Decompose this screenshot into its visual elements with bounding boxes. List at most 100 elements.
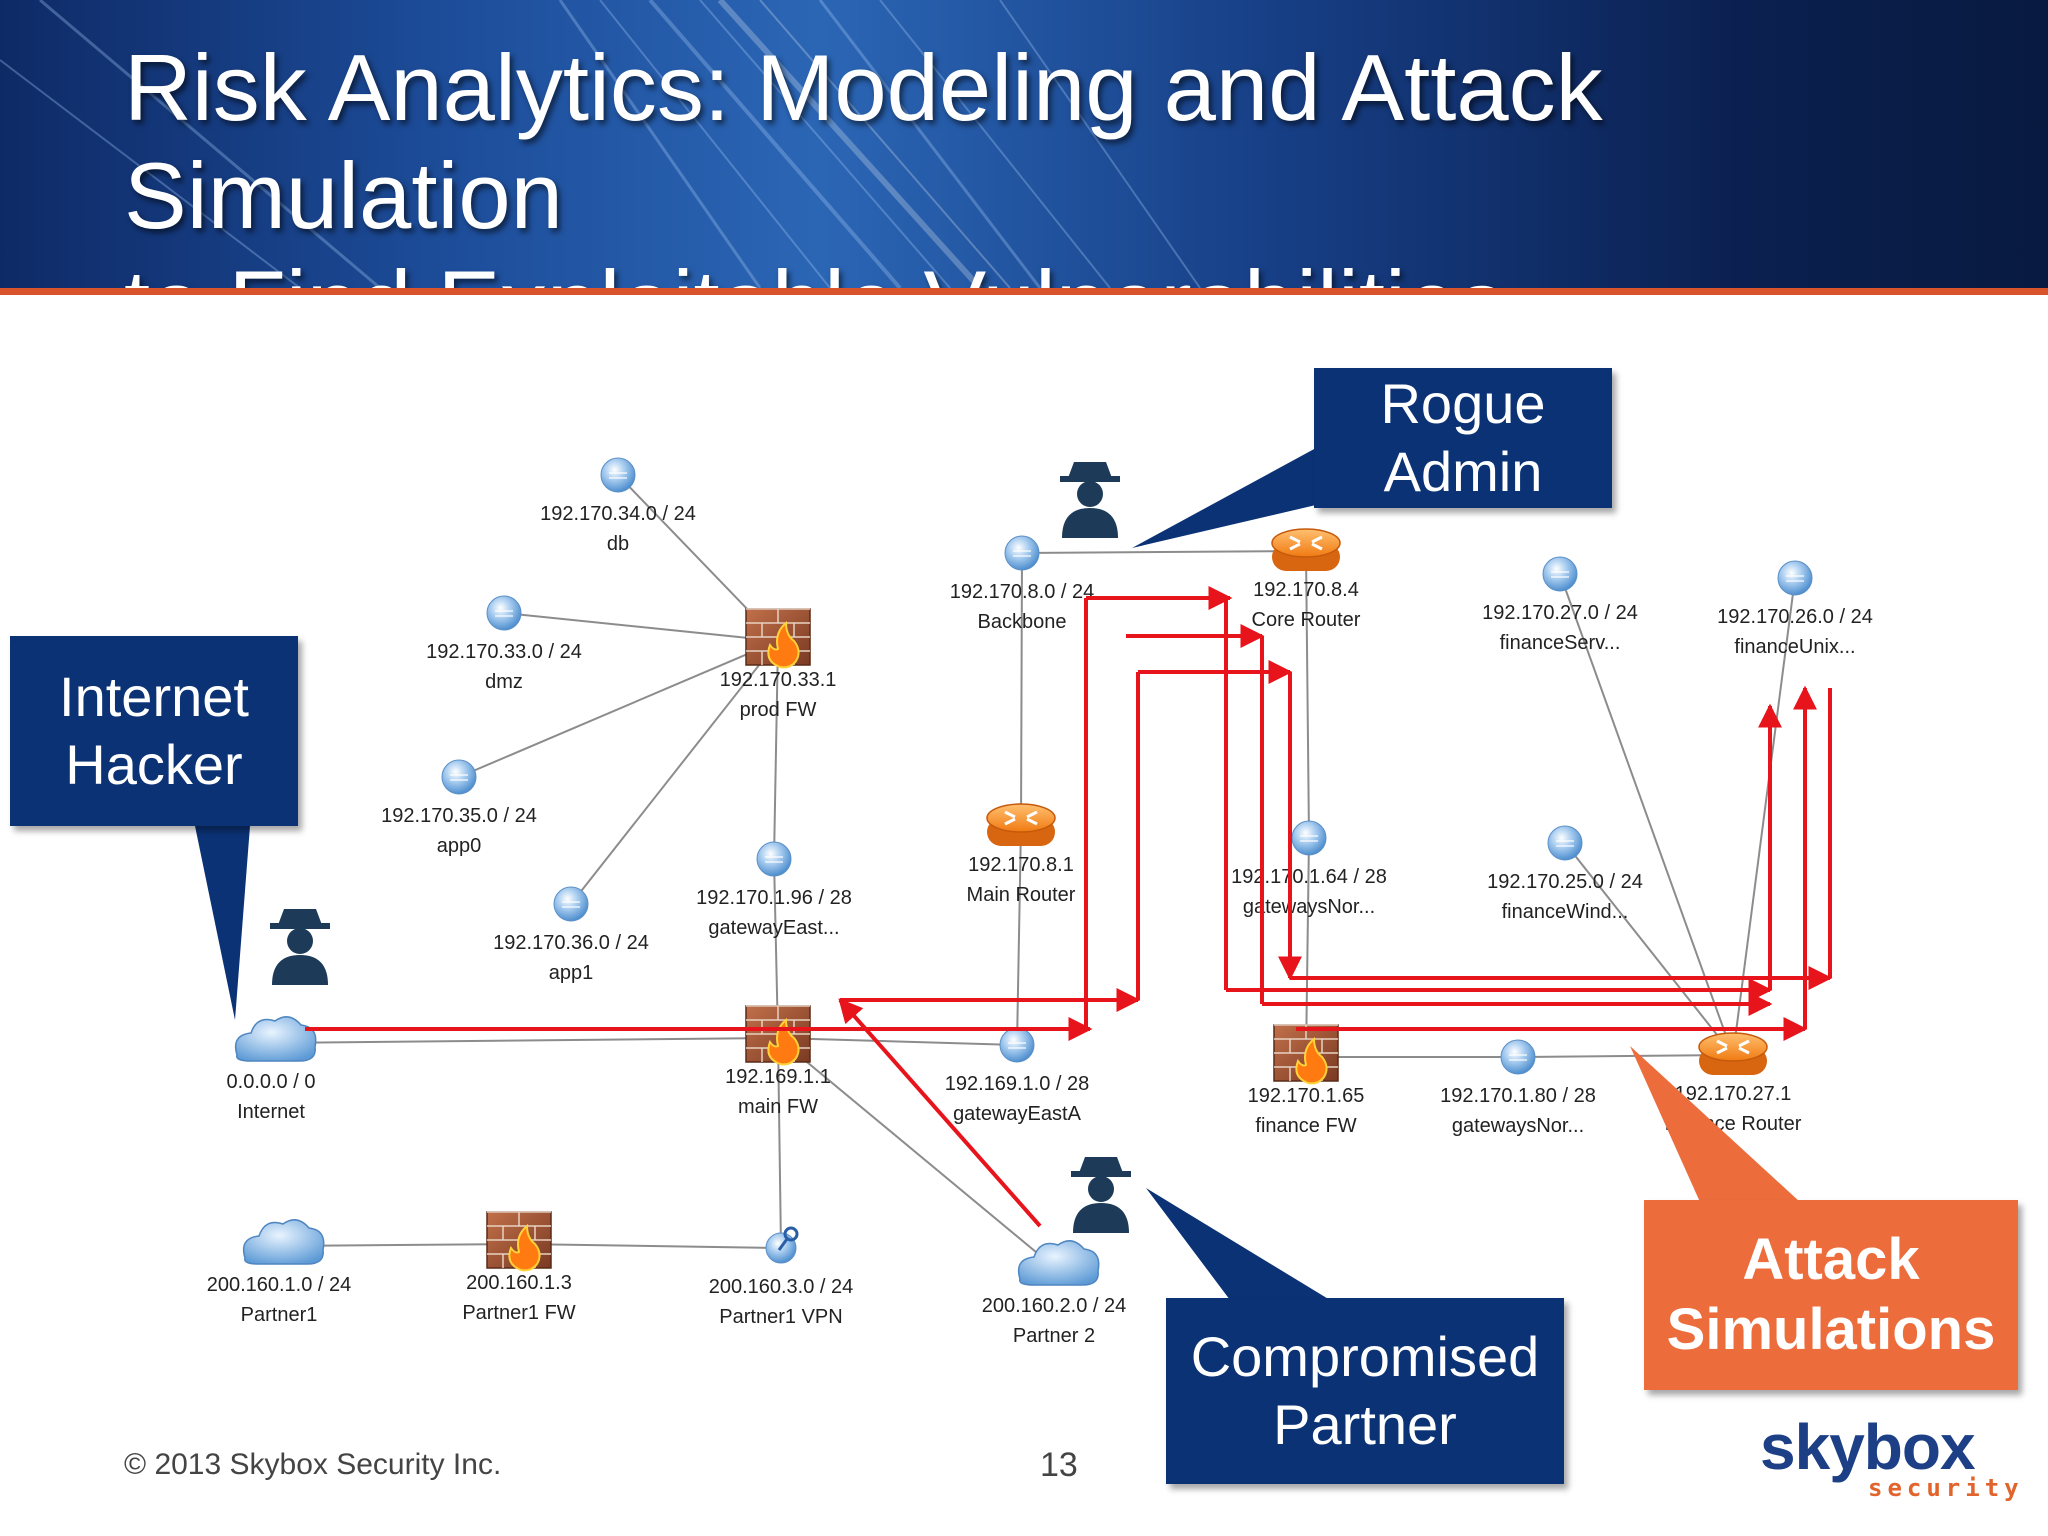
node-partner1-name: Partner1 — [241, 1304, 318, 1326]
firewall-icon — [745, 1005, 811, 1066]
cloud-icon — [234, 1016, 317, 1062]
link-backbone-corerouter — [1021, 550, 1307, 554]
network-links — [270, 474, 1796, 1268]
callout-compromised-partner-pointer — [1146, 1188, 1330, 1300]
node-finfw: 192.170.1.65 finance FW — [1248, 1024, 1365, 1137]
title-line-2: to Find Exploitable Vulnerabilities — [124, 250, 2024, 288]
node-gwnor1: 192.170.1.64 / 28gatewaysNor... — [1231, 820, 1387, 918]
node-gwnor1-name: gatewaysNor... — [1243, 896, 1375, 918]
network-sphere-icon — [1291, 820, 1327, 856]
node-finwind-ip: 192.170.25.0 / 24 — [1487, 871, 1643, 893]
callout-compromised-partner-line-1: Compromised — [1190, 1325, 1540, 1388]
link-finrouter-finunix — [1732, 577, 1796, 1056]
actor-rogue-icon — [1060, 462, 1120, 538]
page-title: Risk Analytics: Modeling and Attack Simu… — [124, 34, 2024, 288]
logo-wordmark: skybox — [1760, 1411, 1976, 1483]
node-internet-name: Internet — [237, 1101, 305, 1123]
node-finfw-ip: 192.170.1.65 — [1248, 1085, 1365, 1107]
node-internet: 0.0.0.0 / 0 Internet — [227, 1016, 317, 1123]
node-dmz-name: dmz — [485, 671, 523, 693]
node-db-name: db — [607, 533, 629, 555]
link-corerouter-gwnor1 — [1305, 550, 1310, 839]
node-gweast-ip: 192.170.1.96 / 28 — [696, 887, 852, 909]
link-mainfw-partner1vpn — [777, 1037, 782, 1249]
node-internet-ip: 0.0.0.0 / 0 — [227, 1071, 316, 1093]
node-app1-name: app1 — [549, 962, 594, 984]
network-sphere-icon — [1777, 560, 1813, 596]
link-partner1fw-partner1vpn — [518, 1243, 782, 1249]
link-gweasta-mainrouter — [1016, 825, 1022, 1046]
router-icon — [986, 803, 1056, 846]
node-partner1vpn-name: Partner1 VPN — [719, 1306, 842, 1328]
node-mainrouter-ip: 192.170.8.1 — [968, 854, 1074, 876]
firewall-icon — [1273, 1024, 1339, 1085]
node-finrouter-ip: 192.170.27.1 — [1675, 1083, 1792, 1105]
network-sphere-icon — [600, 457, 636, 493]
link-mainrouter-backbone — [1020, 552, 1023, 827]
link-mainfw-gweasta — [777, 1037, 1018, 1046]
node-dmz: 192.170.33.0 / 24 dmz — [426, 595, 582, 693]
callout-rogue-admin: Rogue Admin — [1314, 368, 1612, 508]
callout-compromised-partner-line-2: Partner — [1273, 1393, 1457, 1456]
node-app0-name: app0 — [437, 835, 482, 857]
attack-path-segment — [838, 998, 1042, 1228]
node-gwnor2: 192.170.1.80 / 28gatewaysNor... — [1440, 1039, 1596, 1137]
callout-rogue-admin-line-1: Rogue — [1380, 372, 1546, 435]
callout-internet-hacker-line-2: Hacker — [65, 733, 243, 796]
callout-internet-hacker: Internet Hacker — [10, 636, 298, 826]
router-icon — [1271, 528, 1341, 571]
link-app0-prodfw — [458, 640, 779, 778]
callout-attack-simulations-pointer — [1630, 1046, 1800, 1202]
node-dmz-ip: 192.170.33.0 / 24 — [426, 641, 582, 663]
node-partner1fw-ip: 200.160.1.3 — [466, 1272, 572, 1294]
node-app1: 192.170.36.0 / 24 app1 — [493, 886, 649, 984]
network-sphere-icon — [1547, 825, 1583, 861]
node-partner1fw-name: Partner1 FW — [462, 1302, 575, 1324]
header-banner: Risk Analytics: Modeling and Attack Simu… — [0, 0, 2048, 288]
title-line-1: Risk Analytics: Modeling and Attack Simu… — [124, 35, 1603, 248]
node-gweast-name: gatewayEast... — [708, 917, 839, 939]
node-finfw-name: finance FW — [1255, 1115, 1356, 1137]
node-db-ip: 192.170.34.0 / 24 — [540, 503, 696, 525]
network-sphere-icon — [486, 595, 522, 631]
network-sphere-icon — [1542, 556, 1578, 592]
node-partner2-name: Partner 2 — [1013, 1325, 1095, 1347]
callout-attack-simulations-line-2: Simulations — [1666, 1297, 1996, 1362]
callout-attack-simulations: Attack Simulations — [1644, 1200, 2018, 1390]
node-app1-ip: 192.170.36.0 / 24 — [493, 932, 649, 954]
actor-hacker-icon — [270, 909, 330, 985]
node-finwind-name: financeWind... — [1502, 901, 1629, 923]
node-prodfw-name: prod FW — [740, 699, 817, 721]
network-sphere-icon — [553, 886, 589, 922]
node-gwnor2-name: gatewaysNor... — [1452, 1115, 1584, 1137]
logo-tagline: security — [1868, 1474, 2024, 1502]
node-mainfw-name: main FW — [738, 1096, 818, 1118]
node-partner2: 200.160.2.0 / 24 Partner 2 — [982, 1240, 1127, 1347]
vpn-icon — [765, 1226, 799, 1264]
node-backbone-name: Backbone — [978, 611, 1067, 633]
link-mainfw-partner2 — [777, 1037, 1055, 1268]
header-accent-bar — [0, 288, 2048, 295]
node-corerouter-ip: 192.170.8.4 — [1253, 579, 1359, 601]
network-sphere-icon — [441, 759, 477, 795]
page-number: 13 — [1040, 1446, 1078, 1484]
network-sphere-icon — [1500, 1039, 1536, 1075]
firewall-icon — [745, 608, 811, 669]
callout-internet-hacker-line-1: Internet — [59, 665, 249, 728]
link-app1-prodfw — [570, 640, 779, 905]
link-gwnor1-finfw — [1305, 837, 1310, 1058]
node-finserv: 192.170.27.0 / 24financeServ... — [1482, 556, 1638, 654]
node-db: 192.170.34.0 / 24 db — [540, 457, 696, 555]
cloud-icon — [242, 1219, 325, 1265]
link-finrouter-finserv — [1559, 573, 1734, 1056]
node-partner2-ip: 200.160.2.0 / 24 — [982, 1295, 1127, 1317]
node-app0-ip: 192.170.35.0 / 24 — [381, 805, 537, 827]
node-mainrouter-name: Main Router — [967, 884, 1076, 906]
node-gweast: 192.170.1.96 / 28 gatewayEast... — [696, 841, 852, 939]
node-finunix: 192.170.26.0 / 24financeUnix... — [1717, 560, 1873, 658]
